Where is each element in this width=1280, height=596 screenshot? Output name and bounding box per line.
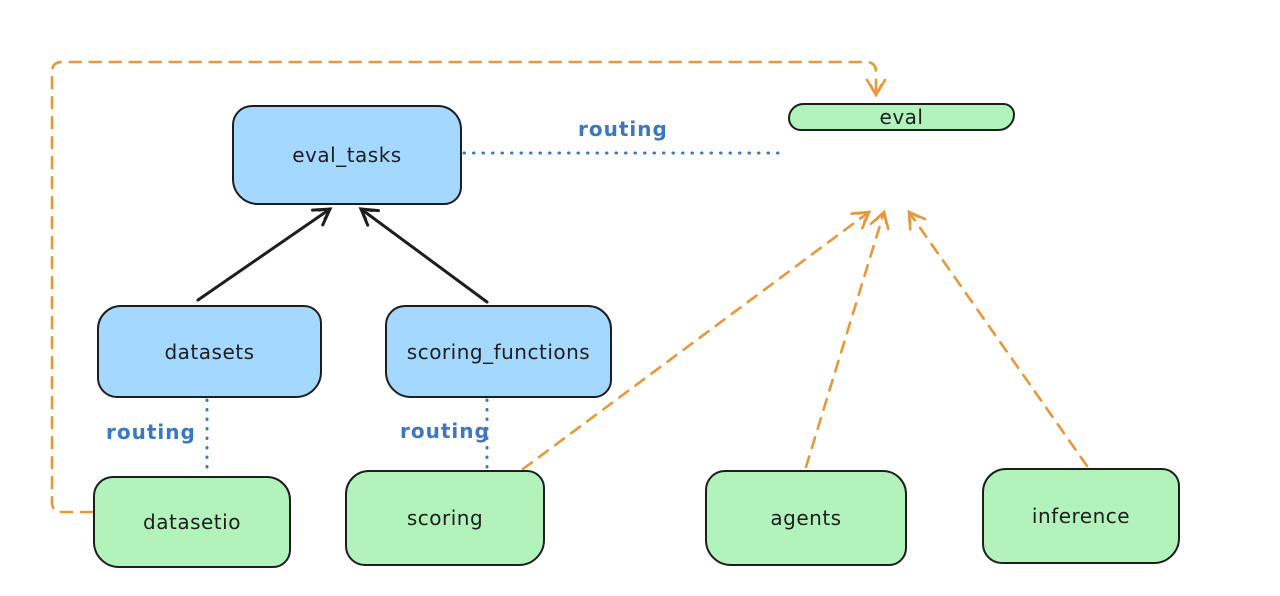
node-datasetio-label: datasetio (143, 510, 241, 534)
node-agents-label: agents (770, 506, 842, 530)
edge-label-routing-scoring-functions-scoring: routing (400, 419, 490, 443)
node-inference: inference (982, 468, 1180, 564)
node-eval-tasks-label: eval_tasks (292, 143, 402, 167)
edge-inference-to-eval (907, 209, 1089, 468)
node-scoring: scoring (345, 470, 545, 566)
node-scoring-label: scoring (406, 506, 484, 530)
edge-datasets-to-eval-tasks (196, 207, 333, 302)
node-eval: eval (788, 103, 1015, 131)
node-eval-tasks: eval_tasks (232, 105, 462, 205)
node-scoring-functions: scoring_functions (385, 305, 612, 398)
node-datasets-label: datasets (164, 339, 255, 364)
node-datasetio: datasetio (93, 476, 291, 568)
node-datasets: datasets (97, 305, 322, 398)
node-agents: agents (705, 470, 907, 566)
edge-datasetio-to-eval (50, 60, 887, 514)
edge-agents-to-eval (804, 209, 890, 469)
edge-label-routing-eval-tasks-eval: routing (578, 117, 668, 141)
node-eval-label: eval (879, 105, 924, 129)
edge-scoring-functions-to-eval-tasks (358, 207, 489, 304)
node-inference-label: inference (1031, 504, 1131, 528)
edge-label-routing-datasets-datasetio: routing (106, 420, 196, 444)
node-scoring-functions-label: scoring_functions (406, 339, 591, 364)
